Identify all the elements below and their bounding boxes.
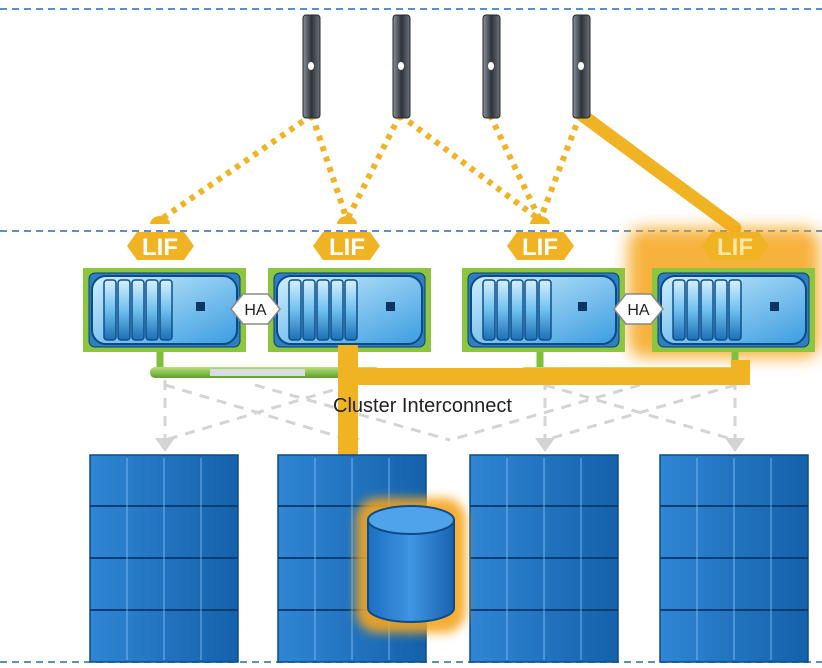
host-lif-paths xyxy=(158,112,583,223)
storage-shelves xyxy=(89,454,809,663)
svg-text:LIF: LIF xyxy=(329,234,365,261)
disk-shelf xyxy=(89,454,239,663)
svg-text:LIF: LIF xyxy=(717,234,753,261)
disk-shelf xyxy=(659,454,809,663)
host-server xyxy=(572,14,591,119)
lif-badge: LIF xyxy=(507,232,574,261)
host-server xyxy=(482,14,501,119)
controller-nodes xyxy=(83,268,815,352)
volume-cylinder xyxy=(356,498,466,633)
lif-badge-active: LIF xyxy=(702,232,769,261)
controller-node-active xyxy=(652,268,815,352)
svg-text:LIF: LIF xyxy=(142,234,178,261)
lif-badge: LIF xyxy=(127,232,194,261)
active-host-path xyxy=(575,108,742,235)
svg-text:LIF: LIF xyxy=(522,234,558,261)
interconnect-label: Cluster Interconnect xyxy=(333,395,512,417)
hosts xyxy=(302,14,591,119)
svg-text:HA: HA xyxy=(244,302,267,319)
controller-node xyxy=(83,268,246,352)
active-data-path xyxy=(338,345,750,455)
storage-links xyxy=(163,380,737,445)
ha-connector: HA xyxy=(230,293,281,325)
lif-badge: LIF xyxy=(313,232,380,261)
ha-connector: HA xyxy=(613,293,664,325)
lif-nubs xyxy=(150,216,550,224)
lif-badges: LIF LIF LIF LIF xyxy=(127,232,769,261)
host-server xyxy=(392,14,411,119)
svg-text:HA: HA xyxy=(627,302,650,319)
storage-arrowheads xyxy=(155,438,745,452)
controller-node xyxy=(268,268,431,352)
host-server xyxy=(302,14,321,119)
disk-shelf xyxy=(469,454,619,663)
controller-node xyxy=(462,268,625,352)
